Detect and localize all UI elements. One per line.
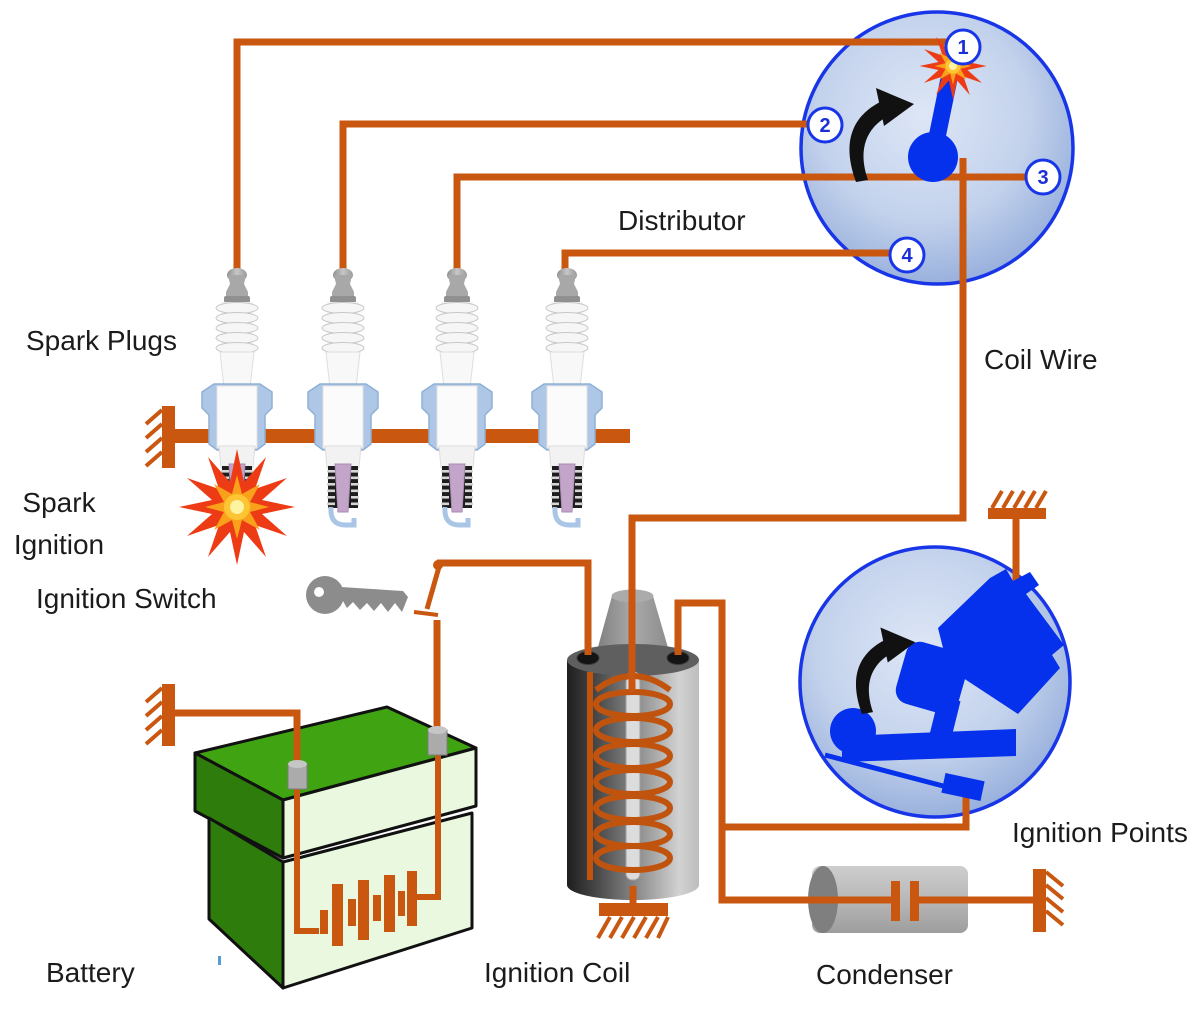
battery-symbol-lead (417, 753, 441, 900)
terminal-3-number: 3 (1037, 167, 1048, 189)
coil-core (625, 675, 641, 881)
label-coil-wire: Coil Wire (984, 344, 1098, 375)
label-ignition-coil: Ignition Coil (484, 957, 630, 988)
plug-wire-3 (453, 173, 1040, 272)
terminal-3 (1024, 158, 1062, 196)
coil-to-condenser-wire (674, 599, 892, 904)
distributor-rotor (908, 72, 959, 182)
wiring (175, 38, 1040, 934)
terminal-1 (944, 28, 982, 66)
plug-wire-4 (561, 249, 904, 272)
label-condenser: Condenser (816, 959, 953, 990)
battery-symbol-lead (294, 786, 319, 934)
ground-icon (1033, 869, 1065, 932)
spark-plug-4 (532, 268, 602, 525)
plug-wire-1 (233, 38, 958, 272)
spark-plug-3 (422, 268, 492, 525)
battery (193, 705, 478, 990)
terminal-1-number: 1 (957, 37, 968, 59)
battery-symbol (320, 871, 417, 946)
terminal-4-number: 4 (901, 245, 913, 267)
points-wire (722, 790, 970, 831)
coil-wire (628, 158, 967, 692)
spark-ignition-burst-icon (179, 449, 295, 565)
label-ignition-points: Ignition Points (1012, 817, 1188, 848)
distributor-terminals: 1 2 3 4 (806, 28, 1062, 274)
label-spark-ignition-1: Spark (22, 487, 96, 518)
ground-icon (144, 406, 175, 468)
ignition-switch-contact (413, 560, 443, 617)
battery-terminal (287, 726, 448, 790)
terminal-4 (888, 236, 926, 274)
artifact-mark (218, 956, 221, 965)
label-battery: Battery (46, 957, 135, 988)
label-spark-ignition-2: Ignition (14, 529, 104, 560)
ground-icon (988, 489, 1048, 519)
ground-icon (144, 684, 175, 746)
ignition-points-mechanism (824, 569, 1064, 801)
spark-plug-2 (308, 268, 378, 525)
coil-winding (587, 672, 673, 880)
label-spark-plugs: Spark Plugs (26, 325, 177, 356)
label-distributor: Distributor (618, 205, 746, 236)
switch-to-coil-wire (437, 559, 592, 655)
capacitor-symbol (891, 881, 919, 921)
terminal-2 (806, 106, 844, 144)
ignition-coil (567, 589, 699, 900)
label-ignition-switch: Ignition Switch (36, 583, 217, 614)
spark-plug-bus (168, 429, 630, 443)
ground-to-battery-wire (175, 709, 301, 768)
ground-icon (596, 903, 670, 939)
plug-wire-2 (339, 120, 822, 272)
terminal-2-number: 2 (819, 115, 830, 137)
ignition-key-icon (306, 576, 408, 614)
